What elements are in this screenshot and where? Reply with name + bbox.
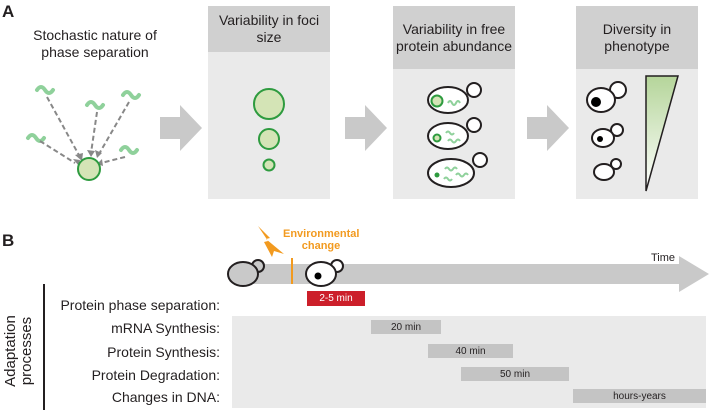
timeline-cells <box>227 258 344 287</box>
condensate-focus <box>77 157 101 181</box>
process-label-phase-separation: Protein phase separation: <box>60 297 220 313</box>
duration-bar-protein-synthesis: 40 min <box>428 344 513 358</box>
flow-arrow-3 <box>527 105 569 151</box>
yeast-cell-medium <box>591 123 624 148</box>
squiggle-protein <box>26 133 46 143</box>
yeast-cell-small <box>593 158 622 181</box>
free-protein-panel: Variability in free protein abundance <box>393 6 515 199</box>
environmental-change-label: Environmental change <box>283 228 360 252</box>
panel-a-letter: A <box>2 2 15 21</box>
large-focus <box>253 88 285 120</box>
duration-bar-dna-changes: hours-years <box>573 389 706 403</box>
yeast-cell <box>427 152 488 188</box>
flow-arrow-2 <box>345 105 387 151</box>
lightning-bolt-icon <box>258 226 284 257</box>
duration-bar-protein-degradation: 50 min <box>461 367 569 381</box>
duration-bar-phase-separation: 2-5 min <box>307 291 365 306</box>
yeast-cell-before <box>227 259 265 287</box>
process-label-protein-synthesis: Protein Synthesis: <box>107 344 220 360</box>
process-label-protein-degradation: Protein Degradation: <box>91 367 220 383</box>
small-focus <box>262 158 276 172</box>
phase-separation-illustration <box>26 85 141 181</box>
phenotype-title: Diversity in phenotype <box>576 6 698 69</box>
phenotype-gradient-wedge <box>645 75 679 192</box>
diffusion-arrows <box>39 96 130 164</box>
squiggle-protein <box>119 145 139 155</box>
duration-protein-synthesis: 40 min <box>455 345 486 357</box>
adaptation-processes-label: Adaptation processes <box>2 315 35 387</box>
free-protein-title: Variability in free protein abundance <box>393 6 515 69</box>
foci-size-title: Variability in foci size <box>208 6 330 52</box>
duration-bar-mrna-synthesis: 20 min <box>371 320 441 334</box>
stage1-caption: Stochastic nature of phase separation <box>33 27 157 60</box>
foci-size-panel: Variability in foci size <box>208 6 330 199</box>
flow-arrow-1 <box>160 105 202 151</box>
phenotype-illustration <box>586 75 679 192</box>
time-label: Time <box>651 252 676 264</box>
process-label-dna-changes: Changes in DNA: <box>111 389 220 405</box>
process-label-mrna-synthesis: mRNA Synthesis: <box>111 320 220 336</box>
cell-focus <box>432 133 442 143</box>
cell-focus <box>434 172 440 178</box>
duration-phase-separation: 2-5 min <box>319 293 353 304</box>
yeast-cell-large <box>586 81 627 113</box>
medium-focus <box>258 128 280 150</box>
foci-size-illustration <box>253 88 285 172</box>
duration-protein-degradation: 50 min <box>499 368 530 380</box>
duration-dna-changes: hours-years <box>613 390 666 402</box>
phenotype-panel: Diversity in phenotype <box>576 6 698 199</box>
panel-b-letter: B <box>2 231 15 250</box>
cell-focus <box>430 94 444 108</box>
free-protein-illustration <box>427 82 488 188</box>
yeast-cell-after <box>305 259 344 287</box>
adaptation-processes-label-wrap: Adaptation processes <box>1 292 37 410</box>
group-bracket <box>43 284 45 410</box>
time-arrow <box>237 256 709 292</box>
squiggle-protein <box>85 100 105 110</box>
squiggle-protein <box>35 85 55 95</box>
protein-squiggles <box>26 85 141 155</box>
yeast-cell <box>427 117 482 150</box>
yeast-cell <box>427 82 482 114</box>
squiggle-protein <box>121 90 141 100</box>
duration-mrna-synthesis: 20 min <box>390 321 421 333</box>
